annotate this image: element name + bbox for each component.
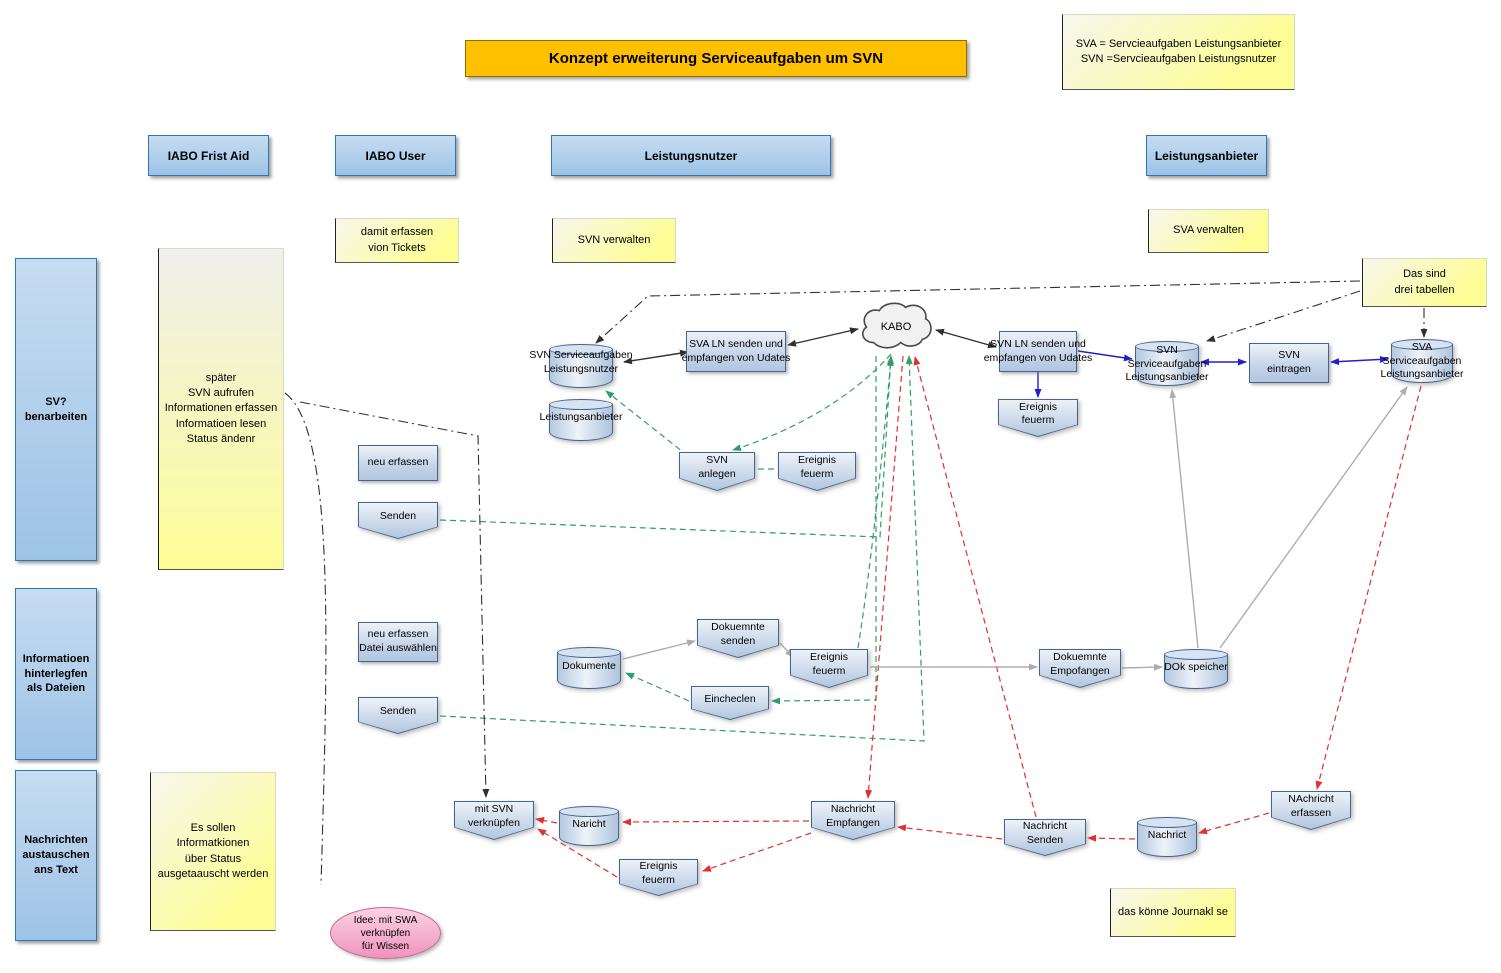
lane-header-iabo-user: IABO User: [335, 135, 456, 176]
node-svn-anlegen-label: SVN anlegen: [698, 453, 736, 480]
sidebar-step-nachrichten-text: Nachrichten austauschen ans Text: [15, 770, 97, 941]
sidebar-step-informationen-dateien: Informatioen hinterlegfen als Dateien: [15, 588, 97, 760]
store-sva-leistungsanbieter-label: SVA Serviceaufgaben Leistungsanbieter: [1380, 341, 1464, 381]
node-einchecken: Eincheclen: [691, 686, 769, 720]
store-naricht: [559, 806, 619, 846]
store-dokumente-label: Dokumente: [562, 660, 616, 672]
node-nachricht-empfangen: Nachricht Empfangen: [811, 801, 895, 840]
store-dokumente: [557, 647, 621, 689]
node-ereignis-feuerm-1: Ereignis feuerm: [778, 452, 856, 491]
connectors-red-dashed: [535, 355, 1422, 878]
note-spaeter: später SVN aufrufen Informationen erfass…: [158, 248, 284, 570]
node-ereignis-feuerm-2: Ereignis feuerm: [998, 399, 1078, 437]
node-ereignis-feuerm-3-label: Ereignis feuerm: [810, 650, 848, 677]
store-svn-leistungsanbieter: [1135, 341, 1199, 386]
idea-ellipse: Idee: mit SWA verknüpfen für Wissen: [330, 907, 441, 959]
node-nachricht-erfassen-label: NAchricht erfassen: [1288, 792, 1334, 819]
store-svn-leistungsanbieter-label: SVN Serviceaufgaben Leistungsanbieter: [1125, 344, 1209, 384]
store-dok-speicher: [1164, 649, 1228, 689]
store-svn-leistungsnutzer: [549, 344, 613, 388]
cloud-icon: [861, 302, 932, 349]
node-senden-2: Senden: [358, 697, 438, 734]
connectors-black-solid: [623, 327, 997, 365]
node-svn-ln-updates: SVN LN senden und empfangen von Udates: [984, 331, 1092, 372]
diagram-title: Konzept erweiterung Serviceaufgaben um S…: [465, 40, 967, 77]
connectors-blue-solid: [1034, 350, 1389, 398]
lane-header-leistungsanbieter: Leistungsanbieter: [1146, 135, 1267, 176]
sidebar-step-sv-bearbeiten: SV? benarbeiten: [15, 258, 97, 561]
note-journal: das könne Journakl se: [1110, 888, 1236, 937]
store-leistungsanbieter: [549, 399, 613, 441]
node-kabo-label: KABO: [880, 321, 912, 333]
lane-header-iabo-frist-aid: IABO Frist Aid: [148, 135, 269, 176]
node-sva-ln-updates: SVA LN senden und empfangen von Udates: [682, 331, 790, 372]
node-nachricht-senden: Nachricht Senden: [1004, 819, 1086, 856]
note-svn-verwalten: SVN verwalten: [552, 218, 676, 263]
note-es-sollen: Es sollen Informatkionen über Status aus…: [150, 772, 276, 931]
store-nachrict: [1137, 817, 1197, 857]
node-neu-erfassen: neu erfassen: [358, 445, 438, 481]
node-ereignis-feuerm-2-label: Ereignis feuerm: [1019, 400, 1057, 427]
connectors-gray-solid: [622, 386, 1408, 671]
node-svn-anlegen: SVN anlegen: [679, 452, 755, 491]
note-drei-tabellen: Das sind drei tabellen: [1362, 258, 1487, 307]
node-mit-svn-verknuepfen: mit SVN verknüpfen: [454, 801, 534, 840]
node-nachricht-senden-label: Nachricht Senden: [1022, 820, 1068, 846]
store-dok-speicher-label: DOk speicher: [1164, 661, 1228, 673]
node-senden-1: Senden: [358, 502, 438, 539]
note-sva-verwalten: SVA verwalten: [1148, 209, 1269, 253]
store-sva-leistungsanbieter: [1391, 339, 1453, 383]
node-dokumente-empfangen: Dokuemnte Empofangen: [1039, 649, 1121, 688]
note-damit-erfassen: damit erfassen vion Tickets: [335, 218, 459, 263]
node-mit-svn-verknuepfen-label: mit SVN verknüpfen: [468, 802, 520, 829]
store-leistungsanbieter-label: Leistungsanbieter: [539, 411, 623, 423]
node-kabo: KABO: [856, 300, 936, 354]
node-neu-erfassen-datei: neu erfassen Datei auswählen: [358, 622, 438, 662]
store-nachrict-label: Nachrict: [1147, 829, 1187, 841]
node-ereignis-feuerm-4: Ereignis feuerm: [619, 859, 698, 896]
node-dokumente-empfangen-label: Dokuemnte Empofangen: [1050, 650, 1110, 677]
connectors-black-dashdot: [284, 280, 1428, 886]
node-ereignis-feuerm-3: Ereignis feuerm: [790, 649, 868, 688]
legend-line-1: SVA = Servcieaufgaben Leistungsanbieter: [1075, 37, 1282, 50]
node-nachricht-erfassen: NAchricht erfassen: [1271, 791, 1351, 830]
store-naricht-label: Naricht: [572, 818, 606, 830]
node-senden-2-label: Senden: [379, 704, 417, 717]
node-ereignis-feuerm-1-label: Ereignis feuerm: [798, 453, 836, 480]
legend-line-2: SVN =Servcieaufgaben Leistungsnutzer: [1080, 53, 1277, 65]
node-dokumente-senden: Dokuemnte senden: [697, 619, 779, 658]
node-svn-eintragen: SVN eintragen: [1249, 343, 1329, 383]
lane-header-leistungsnutzer: Leistungsnutzer: [551, 135, 831, 176]
legend-note: SVA = Servcieaufgaben Leistungsanbieter …: [1062, 14, 1295, 90]
store-svn-leistungsnutzer-label: SVN Serviceaufgaben Leistungsnutzer: [529, 349, 633, 375]
node-einchecken-label: Eincheclen: [704, 692, 756, 705]
node-nachricht-empfangen-label: Nachricht Empfangen: [826, 802, 880, 829]
node-ereignis-feuerm-4-label: Ereignis feuerm: [639, 860, 678, 886]
node-dokumente-senden-label: Dokuemnte senden: [711, 620, 765, 647]
node-senden-1-label: Senden: [379, 509, 417, 522]
